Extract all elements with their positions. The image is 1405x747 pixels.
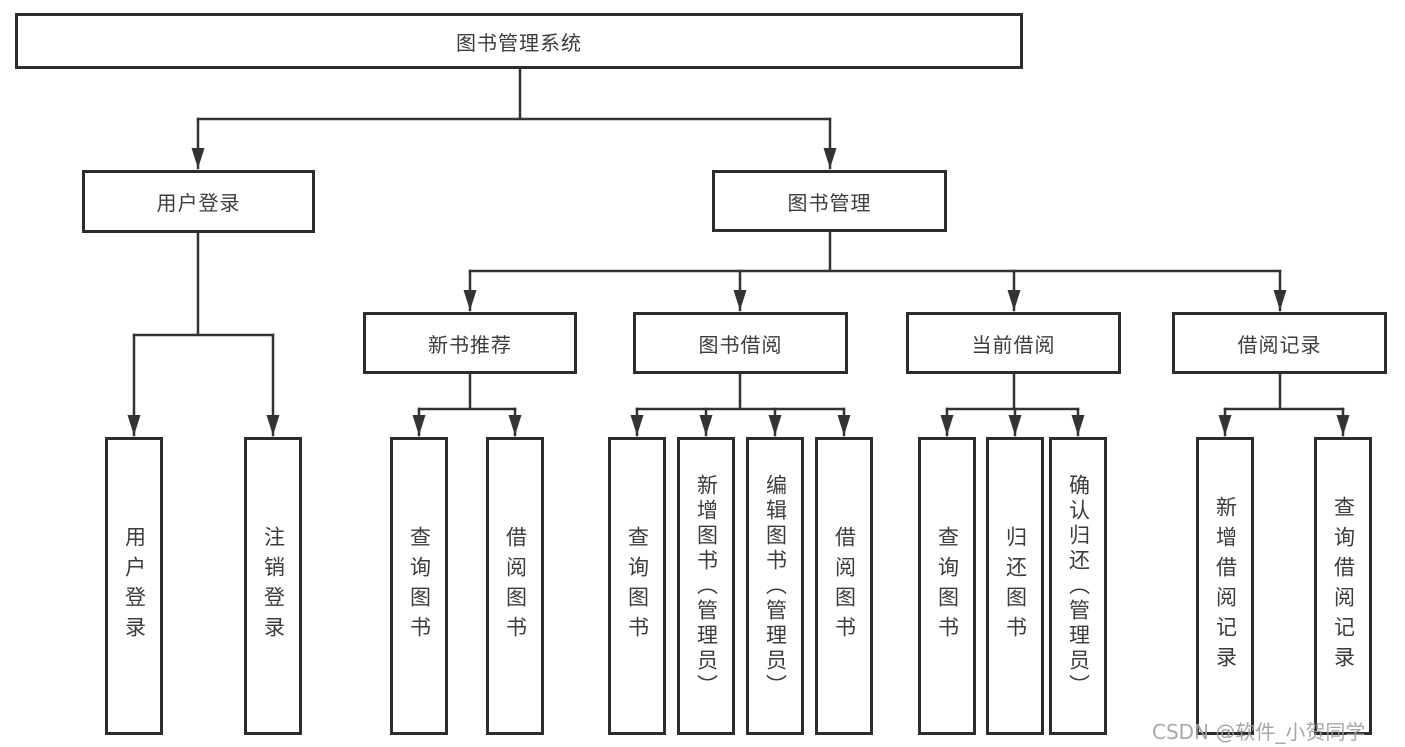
leaf-records-query-record: 查询借阅记录 [1314,437,1372,735]
node-borrowing-records-label: 借阅记录 [1237,332,1322,357]
leaf-user-login: 用户登录 [105,437,163,735]
node-book-borrowing-label: 图书借阅 [698,332,783,357]
leaf-newbook-query-books-label: 查询图书 [407,526,432,646]
leaf-borrowing-borrow-books: 借阅图书 [815,437,873,735]
leaf-records-query-record-label: 查询借阅记录 [1331,496,1356,676]
leaf-logout-label: 注销登录 [261,526,286,646]
csdn-watermark: CSDN @软件_小贺同学 [1152,720,1366,744]
leaf-current-confirm-return-admin: 确认归还（管理员） [1049,437,1107,735]
node-new-book-recommend: 新书推荐 [363,312,577,374]
leaf-borrowing-borrow-books-label: 借阅图书 [832,526,857,646]
leaf-newbook-query-books: 查询图书 [390,437,448,735]
leaf-records-add-record: 新增借阅记录 [1196,437,1254,735]
node-new-book-recommend-label: 新书推荐 [428,332,512,357]
node-borrowing-records: 借阅记录 [1172,312,1387,374]
leaf-borrowing-query-books: 查询图书 [608,437,666,735]
node-current-borrowing-label: 当前借阅 [971,332,1056,357]
node-library-system: 图书管理系统 [15,13,1023,69]
leaf-records-add-record-label: 新增借阅记录 [1213,496,1238,676]
node-user-login-label: 用户登录 [156,191,241,215]
leaf-user-login-label: 用户登录 [122,526,147,646]
node-book-management: 图书管理 [712,170,947,232]
leaf-current-query-books: 查询图书 [918,437,976,735]
leaf-current-confirm-return-admin-label: 确认归还（管理员） [1066,473,1091,699]
leaf-logout: 注销登录 [244,437,302,735]
leaf-borrowing-edit-books-admin: 编辑图书（管理员） [746,437,804,735]
leaf-current-return-books-label: 归还图书 [1003,526,1028,646]
leaf-newbook-borrow-books: 借阅图书 [486,437,544,735]
node-current-borrowing: 当前借阅 [906,312,1121,374]
leaf-current-query-books-label: 查询图书 [935,526,960,646]
leaf-borrowing-edit-books-admin-label: 编辑图书（管理员） [763,473,788,699]
leaf-borrowing-add-books-admin-label: 新增图书（管理员） [694,473,719,699]
connector-group [127,67,1350,437]
node-book-management-label: 图书管理 [787,190,872,215]
node-library-system-label: 图书管理系统 [456,30,582,55]
leaf-newbook-borrow-books-label: 借阅图书 [503,526,528,646]
node-book-borrowing: 图书借阅 [633,312,848,374]
leaf-borrowing-add-books-admin: 新增图书（管理员） [677,437,735,735]
node-user-login: 用户登录 [82,170,315,233]
leaf-current-return-books: 归还图书 [986,437,1044,735]
leaf-borrowing-query-books-label: 查询图书 [625,526,650,646]
